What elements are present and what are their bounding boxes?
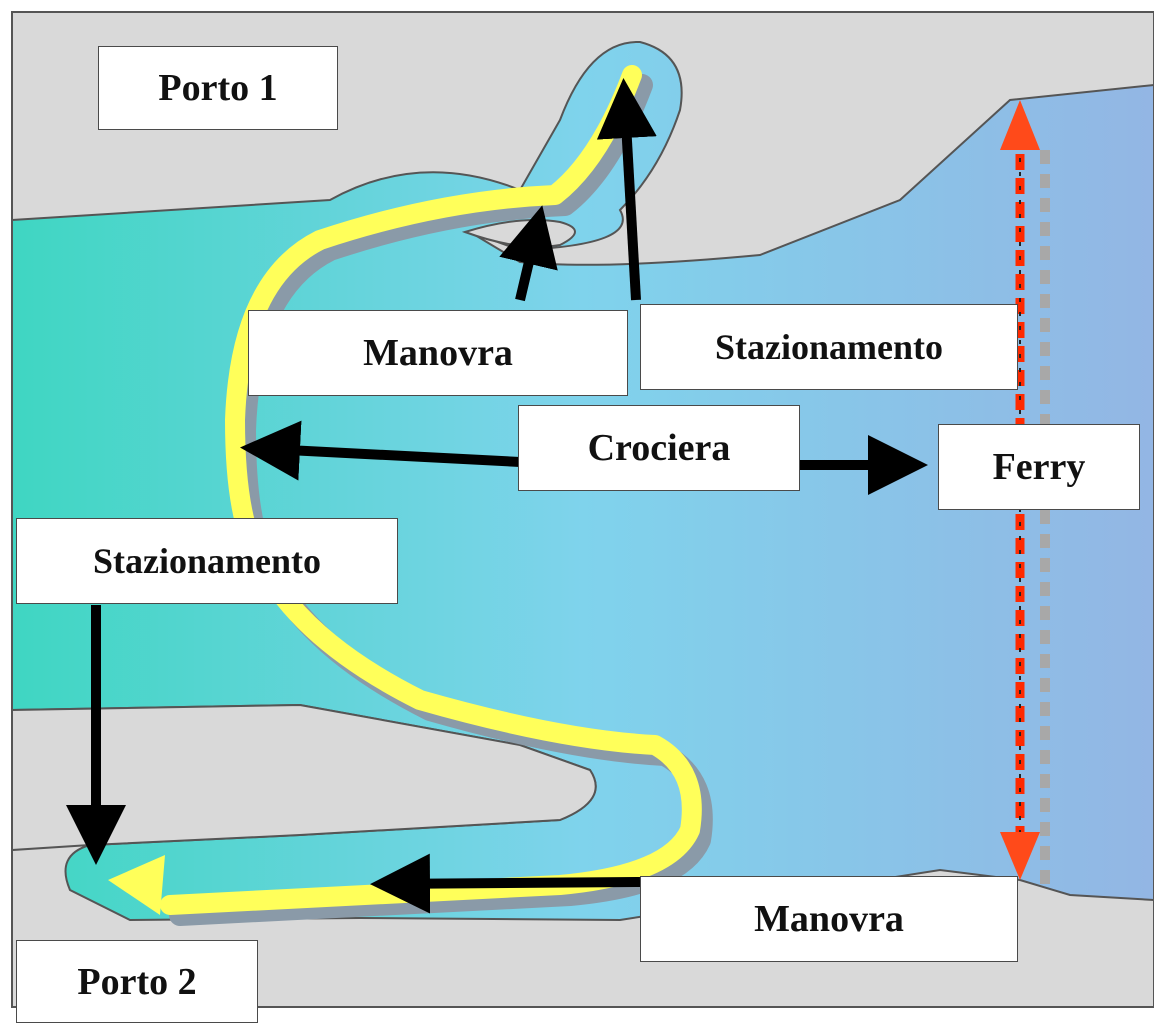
crociera-label: Crociera	[518, 405, 800, 491]
peninsula	[11, 703, 597, 852]
arrow-to-porto1-berth	[596, 78, 657, 301]
porto2-label: Porto 2	[16, 940, 258, 1023]
manovra-top-label: Manovra	[248, 310, 628, 396]
ferry-label: Ferry	[938, 424, 1140, 510]
stazionamento-left-label: Stazionamento	[16, 518, 398, 604]
porto1-label: Porto 1	[98, 46, 338, 130]
arrow-manovra-top	[499, 205, 558, 302]
route-arrowhead	[108, 855, 165, 915]
ferry-arrow-bottom	[1000, 832, 1040, 880]
arrow-crociera-left	[240, 420, 521, 481]
ferry-arrow-top	[1000, 100, 1040, 150]
manovra-bottom-label: Manovra	[640, 876, 1018, 962]
stazionamento-top-label: Stazionamento	[640, 304, 1018, 390]
arrow-manovra-bottom	[370, 853, 641, 914]
